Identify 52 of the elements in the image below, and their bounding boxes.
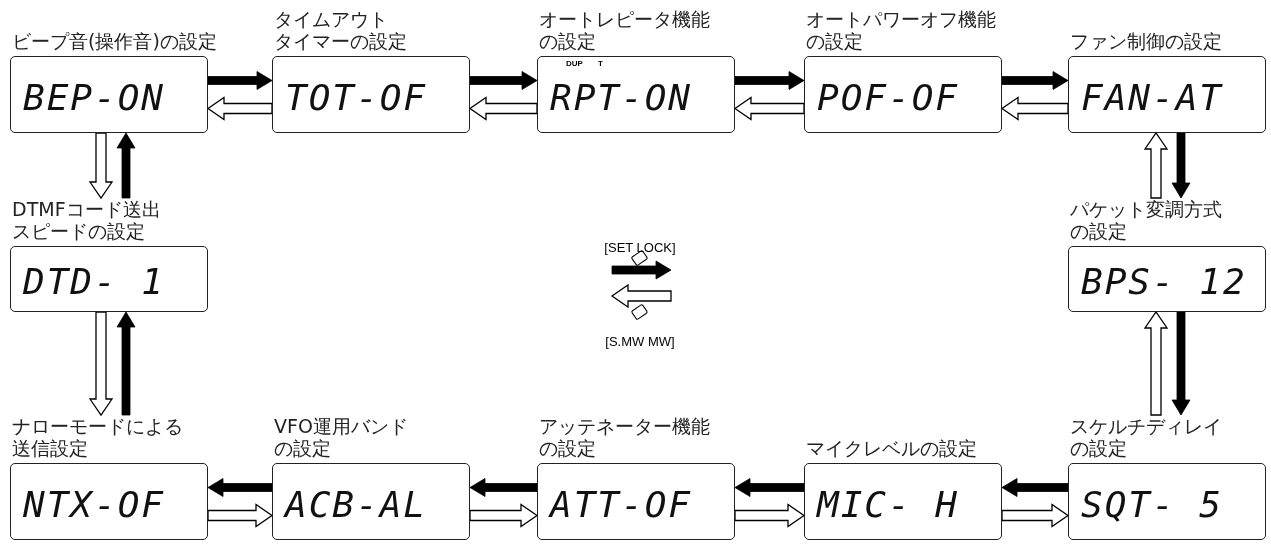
setting-title: パケット変調方式の設定 <box>1070 198 1222 242</box>
lcd-readout: BEP-ON <box>23 75 166 120</box>
arrow <box>116 311 136 416</box>
indicator-text: DUP <box>566 59 583 68</box>
arrow <box>207 503 274 528</box>
arrow <box>1171 132 1191 199</box>
setting-title: ファン制御の設定 <box>1070 30 1222 52</box>
lcd-readout: ATT-OF <box>550 482 693 527</box>
lcd-readout: POF-OF <box>817 75 960 120</box>
arrow <box>468 96 538 121</box>
lcd-readout: BPS- 12 <box>1081 260 1247 304</box>
arrow <box>116 132 136 199</box>
arrow <box>1143 310 1169 416</box>
setting-title: マイクレベルの設定 <box>806 437 977 459</box>
lcd-readout: NTX-OF <box>23 482 166 527</box>
setting-title: VFO運用バンドの設定 <box>274 415 408 459</box>
arrow <box>733 96 805 121</box>
lcd-readout: RPT-ON <box>550 75 693 120</box>
setting-title: タイムアウトタイマーの設定 <box>274 8 407 52</box>
setting-title: オートレピータ機能の設定 <box>539 8 710 52</box>
setting-title: スケルチディレイの設定 <box>1070 415 1222 459</box>
setting-title: ナローモードによる送信設定 <box>12 415 183 459</box>
lcd-readout: SQT- 5 <box>1081 482 1224 527</box>
arrow <box>734 478 805 497</box>
arrow <box>1000 96 1069 121</box>
setting-title: ビープ音(操作音)の設定 <box>12 30 217 52</box>
arrow <box>734 503 806 528</box>
arrow <box>207 478 273 497</box>
arrow <box>469 478 538 497</box>
setting-title: アッテネーター機能の設定 <box>539 415 710 459</box>
arrow <box>207 71 273 90</box>
indicator-text: T <box>598 59 603 68</box>
arrow <box>469 503 539 528</box>
key-label: [S.MW MW] <box>605 334 675 349</box>
lcd-readout: TOT-OF <box>285 75 428 120</box>
lcd-readout: ACB-AL <box>285 482 428 527</box>
arrow <box>1171 311 1191 416</box>
arrow <box>1001 503 1070 528</box>
arrow <box>1001 478 1069 497</box>
setting-title: オートパワーオフ機能の設定 <box>806 8 996 52</box>
arrow <box>206 96 273 121</box>
arrow <box>1001 71 1069 90</box>
arrow <box>469 71 538 90</box>
lcd-readout: FAN-AT <box>1081 75 1224 120</box>
lcd-readout: DTD- 1 <box>23 260 166 304</box>
arrow <box>1143 131 1169 199</box>
lcd-readout: MIC- H <box>817 482 960 527</box>
setting-title: DTMFコード送出スピードの設定 <box>12 198 161 242</box>
arrow <box>88 132 114 200</box>
arrow <box>88 311 114 417</box>
arrow <box>734 71 805 90</box>
key-label: [SET LOCK] <box>604 240 676 255</box>
